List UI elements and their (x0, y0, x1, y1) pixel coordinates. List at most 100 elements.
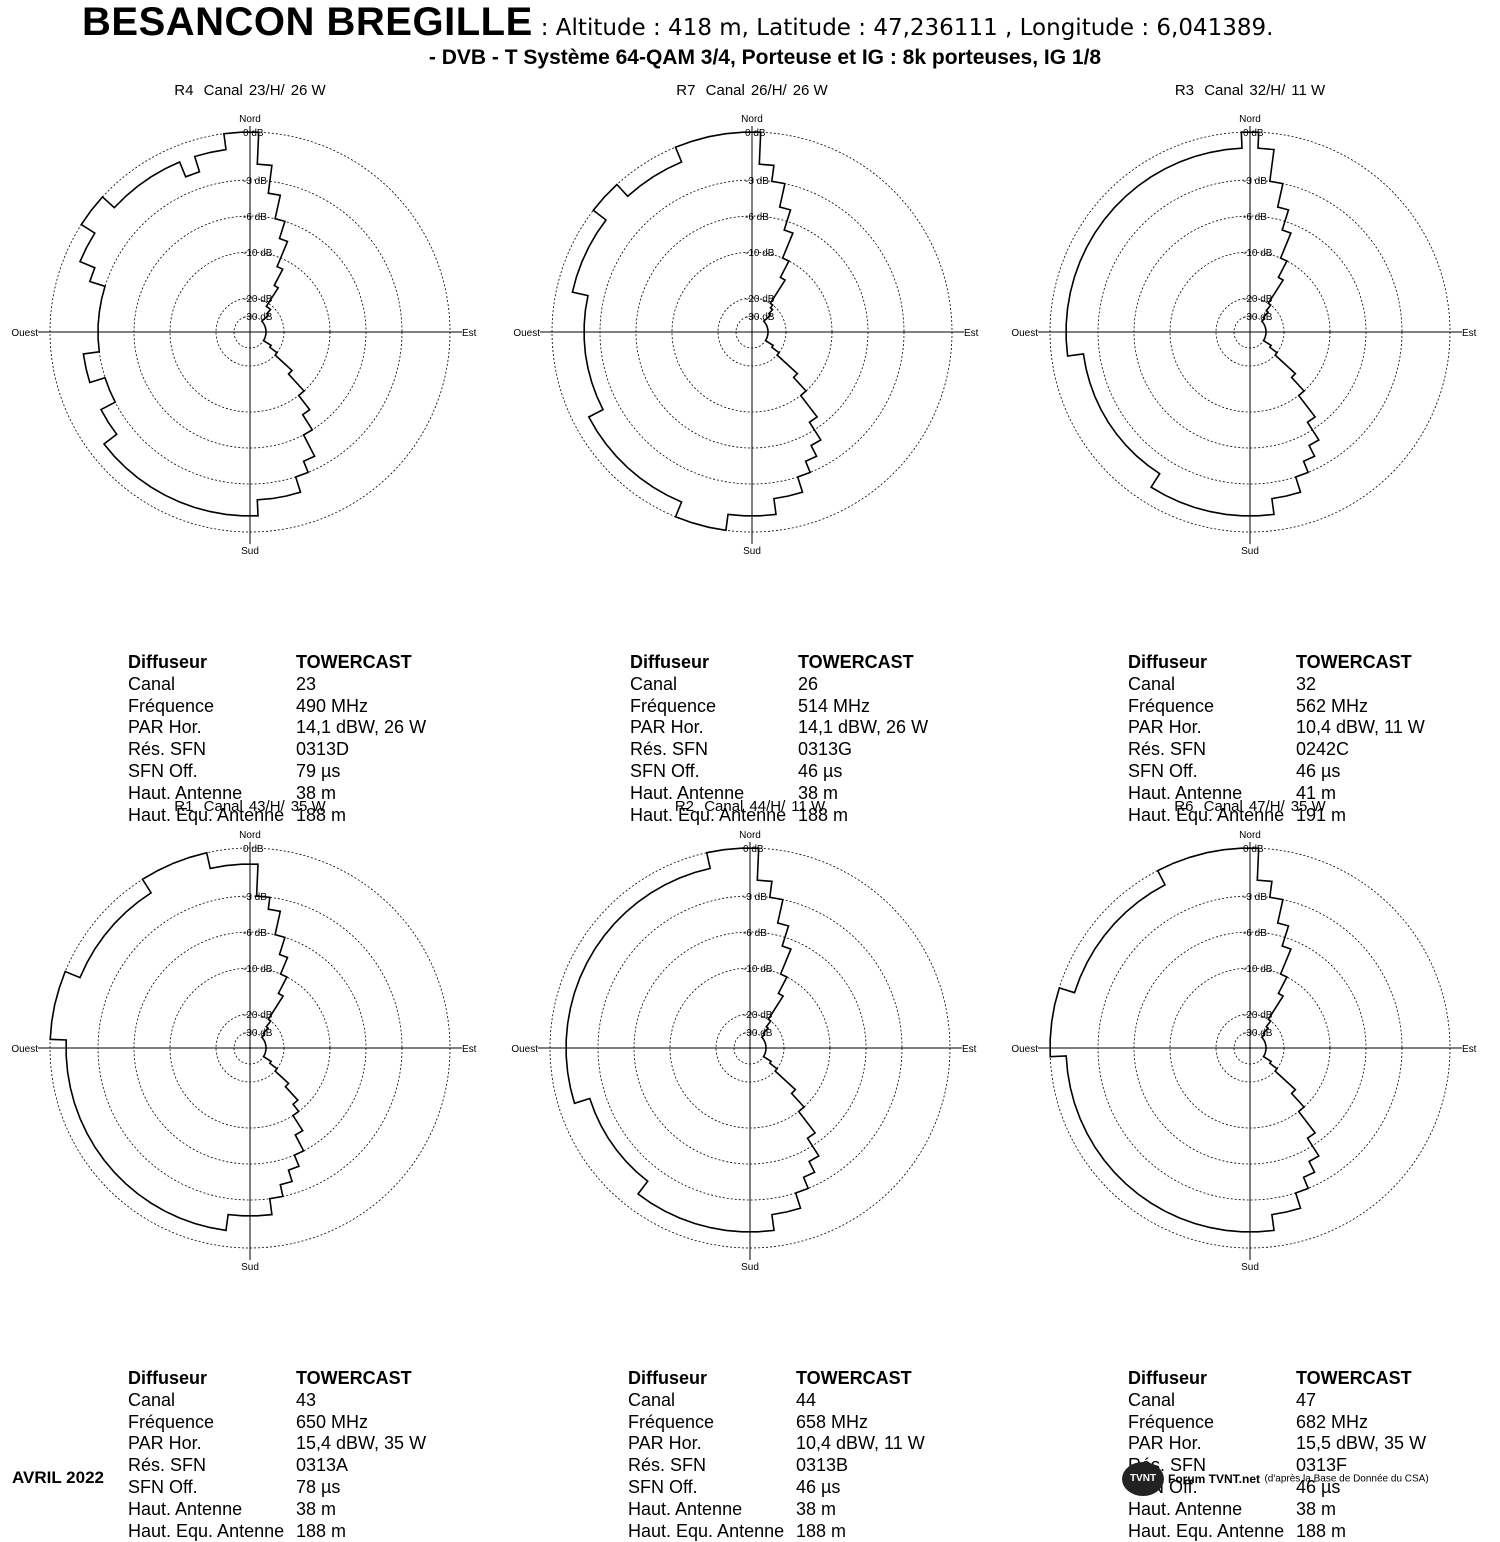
info-row-par-hor: PAR Hor.14,1 dBW, 26 W (630, 717, 928, 739)
info-key: Canal (1128, 1389, 1176, 1410)
canal-label: Canal (704, 798, 744, 815)
ring-label: 0 dB (745, 128, 766, 139)
multiplex-label: R2 (674, 798, 695, 815)
ring-label: -3 dB (243, 176, 267, 187)
ring-label: -20 dB (243, 294, 273, 305)
ring-label: -3 dB (745, 176, 769, 187)
polar-chart: 0 dB-3 dB-6 dB-10 dB-20 dB-30 dBNordSudE… (511, 830, 977, 1273)
info-key: PAR Hor. (1128, 717, 1202, 738)
ring-label: -6 dB (743, 928, 767, 939)
info-key: SFN Off. (628, 1476, 698, 1497)
info-value: 43 (296, 1389, 317, 1410)
radiation-pattern (49, 851, 305, 1232)
info-key: Haut. Antenne (1128, 1498, 1243, 1519)
compass-east: Est (1462, 328, 1477, 339)
ring-label: -10 dB (243, 964, 273, 975)
canal-spec: 32/H/ (1249, 82, 1286, 99)
info-row-sfn-off: SFN Off.79 µs (128, 761, 426, 783)
info-value: 38 m (1296, 1498, 1337, 1519)
info-value: 46 µs (798, 760, 843, 781)
info-key: Fréquence (1128, 1411, 1215, 1432)
info-value: 46 µs (796, 1476, 841, 1497)
compass-east: Est (964, 328, 979, 339)
info-key: Canal (630, 673, 678, 694)
ring-label: 0 dB (243, 844, 264, 855)
footer-date: AVRIL 2022 (12, 1468, 104, 1487)
info-key: Fréquence (128, 695, 215, 716)
radiation-pattern (78, 131, 316, 517)
info-key: Canal (128, 1389, 176, 1410)
compass-south: Sud (741, 1262, 759, 1273)
canal-spec: 23/H/ (248, 82, 285, 99)
multiplex-label: R1 (174, 798, 194, 815)
ring-label: -3 dB (743, 892, 767, 903)
info-value: 41 m (1296, 782, 1337, 803)
canal-spec: 43/H/ (248, 798, 285, 815)
canal-spec: 44/H/ (749, 798, 786, 815)
info-key: Diffuseur (128, 652, 208, 672)
ring-label: -30 dB (745, 312, 775, 323)
ring-label: -3 dB (1243, 892, 1267, 903)
info-value: TOWERCAST (1296, 652, 1412, 672)
info-value: 188 m (296, 804, 347, 825)
info-key: Diffuseur (628, 1368, 708, 1388)
ring-label: -20 dB (243, 1010, 273, 1021)
ring-label: 0 dB (1243, 128, 1264, 139)
info-value: 188 m (796, 1520, 847, 1541)
radiation-pattern (1065, 131, 1320, 517)
ring-label: -10 dB (745, 248, 775, 259)
info-key: Haut. Equ. Antenne (1128, 1520, 1285, 1541)
info-key: Fréquence (628, 1411, 715, 1432)
ring-label: -6 dB (243, 928, 267, 939)
compass-west: Ouest (1011, 1044, 1038, 1055)
compass-east: Est (1462, 1044, 1477, 1055)
polar-chart: 0 dB-3 dB-6 dB-10 dB-20 dB-30 dBNordSudE… (11, 114, 476, 557)
info-key: PAR Hor. (128, 717, 202, 738)
info-row-sfn-off: SFN Off. 46 µs (628, 1477, 925, 1499)
info-row-par-hor: PAR Hor.15,4 dBW, 35 W (128, 1433, 426, 1455)
info-row-par-hor: PAR Hor.10,4 dBW, 11 W (628, 1433, 925, 1455)
ring-label: -30 dB (1243, 312, 1273, 323)
info-value: 14,1 dBW, 26 W (798, 717, 929, 738)
info-key: Canal (1128, 673, 1176, 694)
info-key: Diffuseur (630, 652, 710, 672)
info-key: Fréquence (630, 695, 717, 716)
info-value: 650 MHz (296, 1411, 369, 1432)
info-value: 32 (1296, 673, 1317, 694)
ring-label: -30 dB (1243, 1028, 1273, 1039)
power-label: 35 W (290, 798, 326, 815)
ring-label: 0 dB (1243, 844, 1264, 855)
canal-label: Canal (203, 82, 243, 99)
compass-north: Nord (1239, 114, 1261, 125)
compass-east: Est (962, 1044, 977, 1055)
info-row-par-hor: PAR Hor.10,4 dBW, 11 W (1128, 717, 1425, 739)
compass-north: Nord (741, 114, 763, 125)
info-row-sfn-off: SFN Off.46 µs (1128, 761, 1425, 783)
compass-south: Sud (241, 546, 259, 557)
info-value: 0313D (296, 739, 350, 760)
info-key: Haut. Equ. Antenne (128, 1520, 285, 1541)
info-value: 0313F (1296, 1455, 1348, 1476)
info-row-canal: Canal 43 (128, 1390, 426, 1412)
compass-west: Ouest (511, 1044, 538, 1055)
ring-label: -3 dB (1243, 176, 1267, 187)
ring-label: -6 dB (1243, 928, 1267, 939)
canal-spec: 47/H/ (1248, 798, 1285, 815)
info-row-canal: Canal 32 (1128, 674, 1425, 696)
info-key: SFN Off. (1128, 760, 1198, 781)
info-key: Diffuseur (1128, 652, 1208, 672)
